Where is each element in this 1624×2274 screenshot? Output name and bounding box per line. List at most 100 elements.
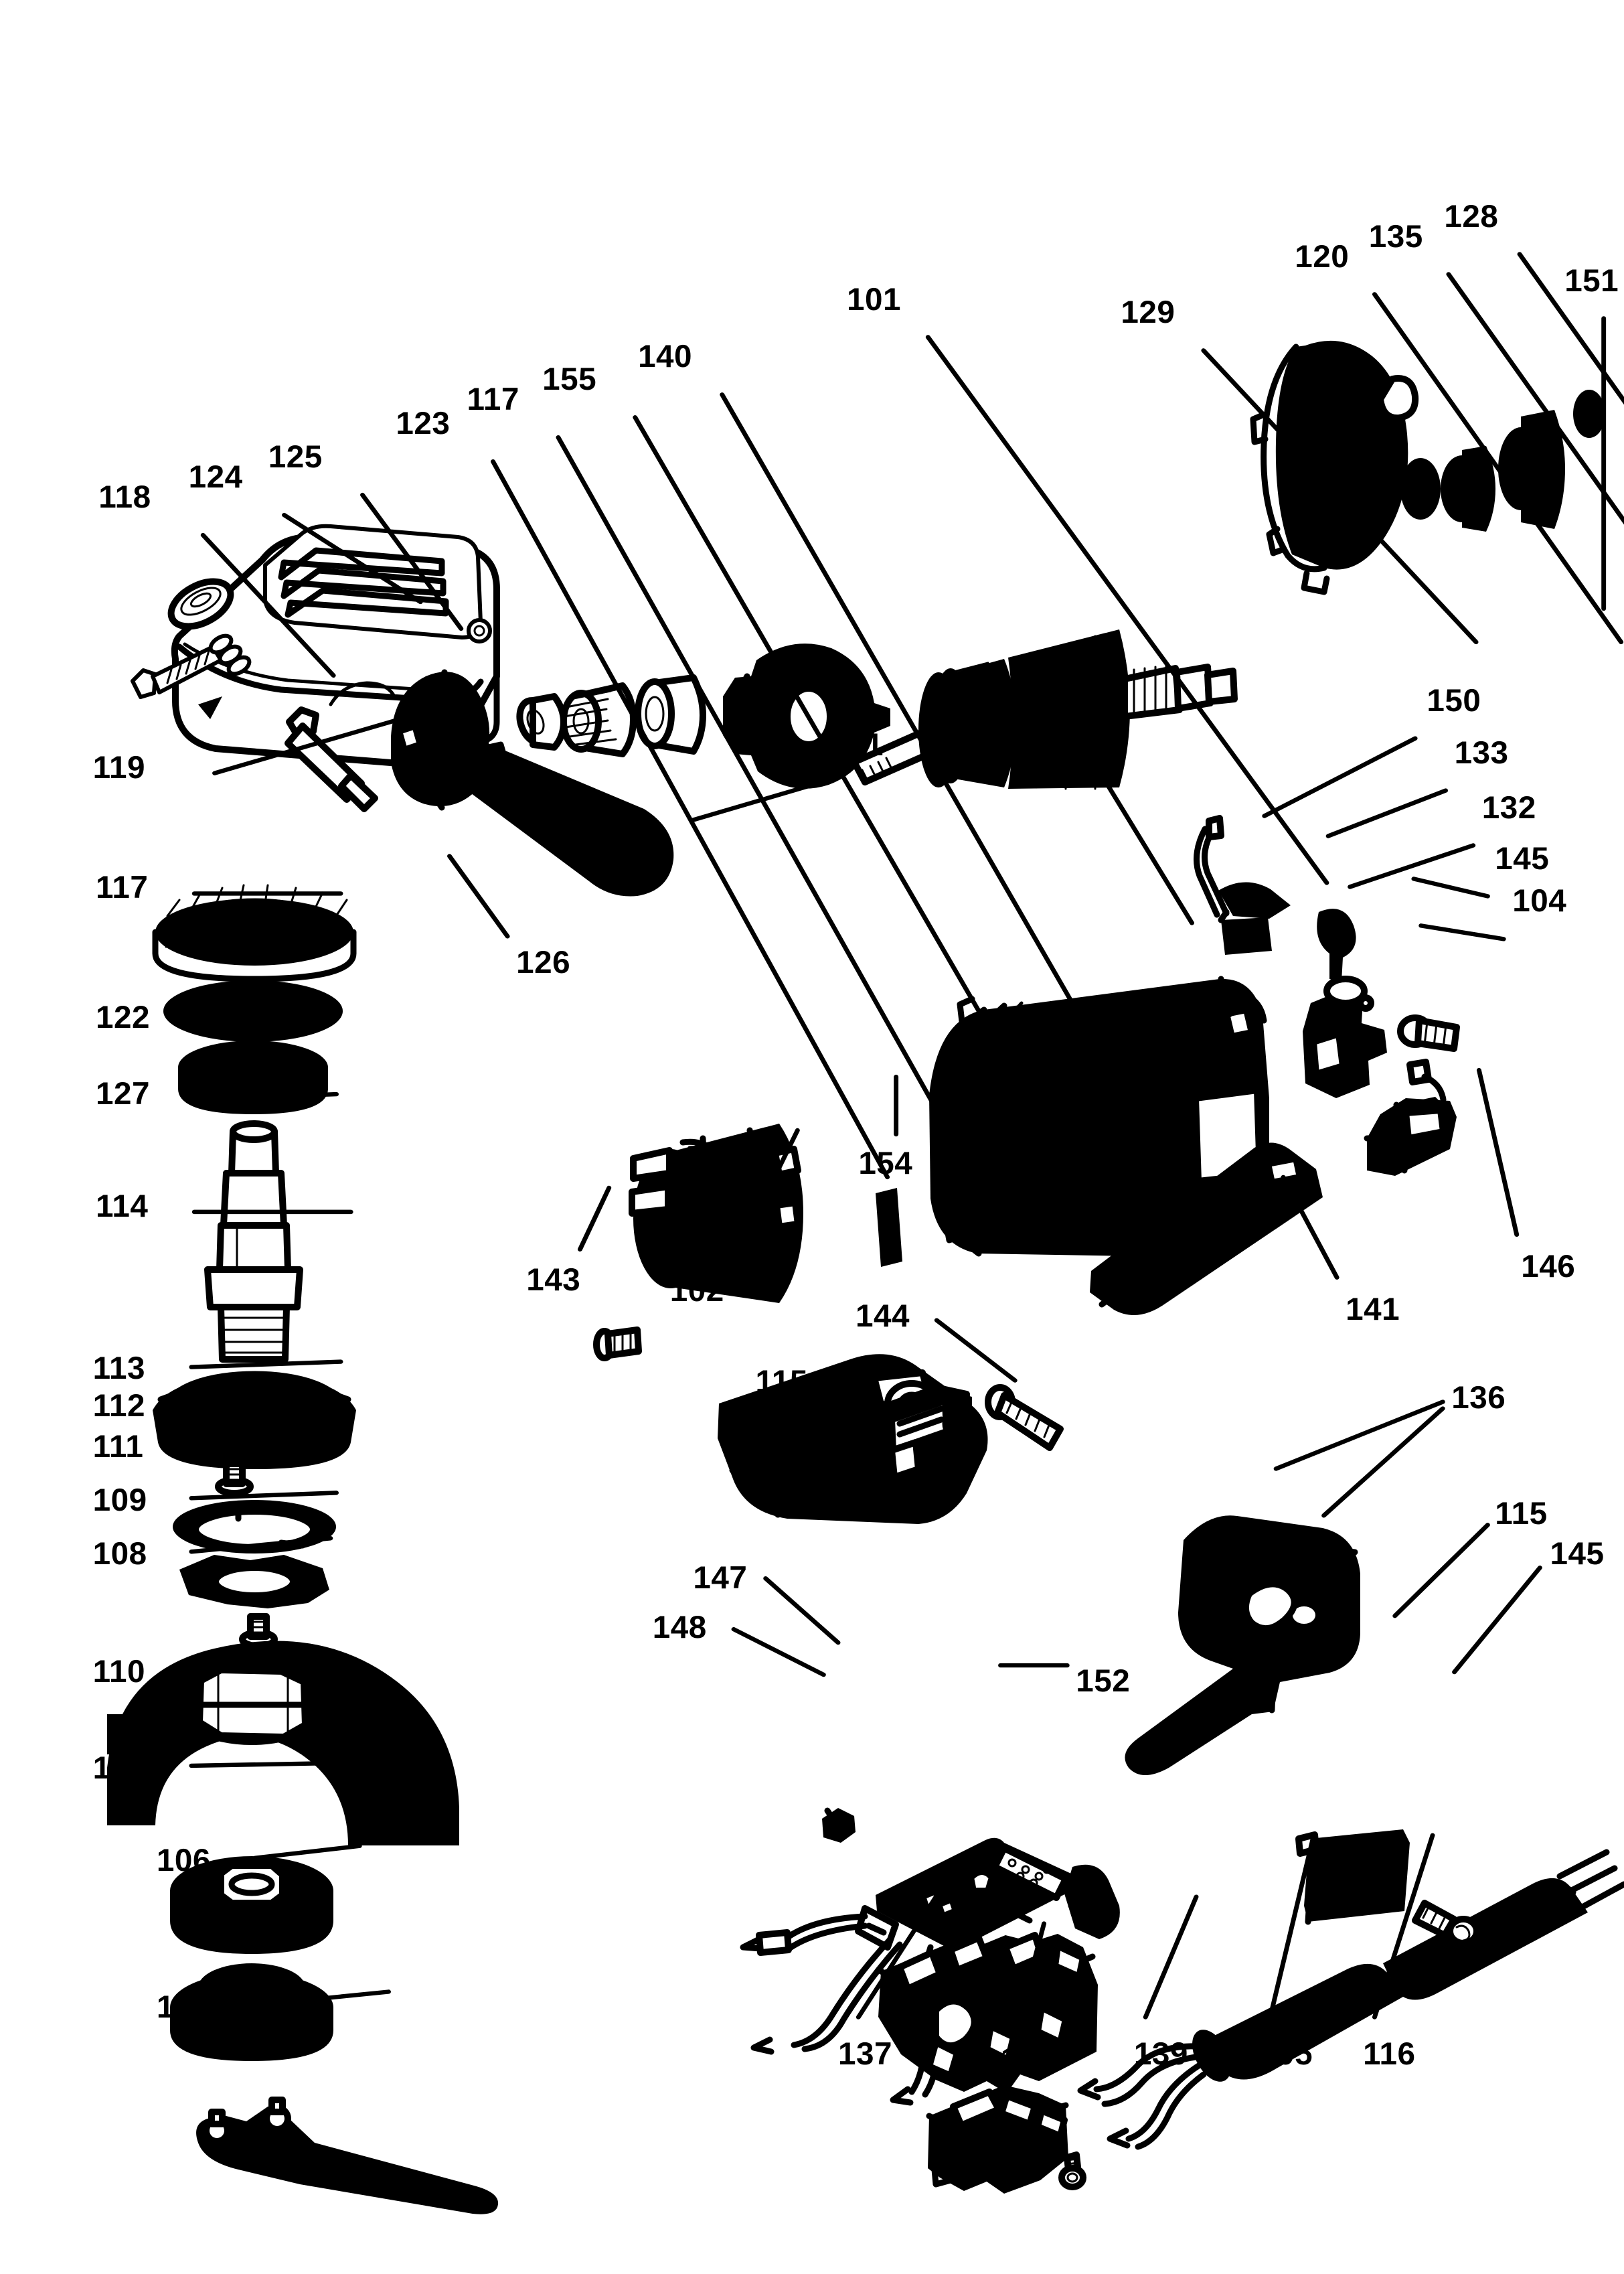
part-127-ball-bearing-spindle: [178, 1041, 328, 1114]
callout-135[interactable]: 135: [1368, 218, 1423, 254]
callout-118[interactable]: 118: [98, 479, 151, 516]
part-101-armature-assembly: [851, 629, 1238, 790]
part-122-felt-washer: [163, 980, 343, 1042]
callout-141[interactable]: 141: [1346, 1291, 1400, 1327]
part-115-switch-button-cover-upper: [832, 1386, 973, 1497]
callout-134[interactable]: 134: [1009, 677, 1064, 713]
callout-109[interactable]: 109: [92, 1483, 147, 1519]
part-115-switch-button-cover-lower: [1295, 1829, 1410, 1925]
callout-132[interactable]: 132: [1481, 789, 1536, 826]
part-148-electronics-module: [740, 1837, 1077, 2106]
callout-102[interactable]: 102: [669, 1272, 724, 1308]
part-107-inner-flange: [170, 1856, 333, 1954]
callout-121[interactable]: 121: [829, 727, 884, 763]
part-151-flat-washer: [1573, 390, 1605, 438]
part-105-cord-set: [1077, 1963, 1403, 2150]
callout-119[interactable]: 119: [92, 749, 145, 785]
callout-124[interactable]: 124: [188, 459, 243, 496]
callout-122[interactable]: 122: [95, 1000, 150, 1036]
callout-125[interactable]: 125: [268, 439, 323, 475]
callout-101[interactable]: 101: [846, 281, 901, 317]
callout-108[interactable]: 108: [92, 1536, 147, 1572]
part-145-brush-screw: [1397, 1014, 1460, 1052]
part-120-washer: [1400, 458, 1441, 520]
callout-126[interactable]: 126: [516, 945, 571, 981]
part-113-guard-clamp-plate: [153, 1371, 356, 1469]
part-114-spindle-shaft: [204, 1120, 303, 1363]
part-123-pinion-bushing: [516, 693, 567, 751]
callout-116[interactable]: 116: [1363, 2036, 1416, 2072]
callout-143[interactable]: 143: [526, 1262, 581, 1298]
callout-152[interactable]: 152: [1076, 1663, 1131, 1699]
part-129-fan-baffle: [1250, 340, 1419, 595]
callout-123[interactable]: 123: [396, 406, 451, 442]
callout-106[interactable]: 106: [156, 1842, 211, 1878]
part-103-switch-terminal-block: [926, 2085, 1069, 2194]
callout-138[interactable]: 138: [156, 1989, 211, 2026]
callout-155[interactable]: 155: [542, 362, 597, 398]
part-152-module-grommet: [1064, 1864, 1120, 1939]
callout-103[interactable]: 103: [1000, 2042, 1055, 2078]
part-137-switch-assembly: [878, 1932, 1098, 2093]
part-109-lock-plate: [179, 1555, 329, 1608]
callout-105[interactable]: 105: [1258, 2036, 1313, 2072]
part-116-cord-protector: [1383, 1849, 1624, 2000]
part-106-clamp-nut: [170, 1963, 333, 2061]
part-141-handle-rail: [1090, 1142, 1323, 1315]
part-134-motor-housing: [929, 976, 1269, 1261]
part-155-spacer-ring: [635, 674, 706, 755]
leader-lines: [189, 252, 1624, 2025]
part-132-brush-holder: [1303, 976, 1387, 1098]
callout-127[interactable]: 127: [95, 1076, 150, 1112]
callout-114[interactable]: 114: [95, 1188, 149, 1224]
callout-115-right[interactable]: 115: [1495, 1496, 1548, 1532]
part-145-screw-lower: [1412, 1900, 1480, 1947]
callout-144[interactable]: 144: [855, 1298, 910, 1334]
part-102-field-stator: [629, 1124, 803, 1303]
callout-133[interactable]: 133: [1454, 735, 1509, 771]
part-147-switch-actuator-pin: [822, 1807, 856, 1843]
part-138-spanner-wrench: [196, 2097, 499, 2214]
callout-145-right[interactable]: 145: [1550, 1536, 1605, 1572]
callout-117-top[interactable]: 117: [467, 382, 519, 418]
part-139-screw: [1058, 2151, 1086, 2190]
part-112-screw: [215, 1460, 254, 1497]
part-117-bevel-pinion-gear: [560, 682, 637, 757]
callout-107[interactable]: 107: [92, 1750, 147, 1786]
part-144-tapping-screw: [985, 1384, 1064, 1451]
callout-151[interactable]: 151: [1564, 262, 1619, 299]
part-146-handle-end-cap: [1364, 1098, 1457, 1176]
part-154-field-insulator: [876, 1188, 902, 1267]
part-150-suppressor-capacitor: [1194, 815, 1291, 955]
part-125-compression-spring: [208, 633, 252, 676]
callout-154[interactable]: 154: [858, 1145, 913, 1181]
callout-147[interactable]: 147: [693, 1560, 748, 1596]
callout-120[interactable]: 120: [1295, 238, 1350, 275]
part-136-handle-housing-lower: [1125, 1515, 1360, 1775]
callout-111[interactable]: 111: [92, 1429, 144, 1465]
callout-104[interactable]: 104: [1512, 883, 1567, 919]
callout-112[interactable]: 112: [92, 1387, 145, 1424]
callout-139[interactable]: 139: [1133, 2036, 1188, 2072]
callout-113[interactable]: 113: [92, 1350, 145, 1386]
callout-129[interactable]: 129: [1121, 295, 1175, 331]
callout-117-left[interactable]: 117: [95, 870, 149, 906]
callout-148[interactable]: 148: [652, 1610, 707, 1646]
part-121-side-handle: [391, 669, 674, 897]
callout-136[interactable]: 136: [1451, 1379, 1506, 1416]
callout-150[interactable]: 150: [1427, 682, 1481, 718]
part-143-field-screw: [593, 1326, 642, 1361]
part-110-wheel-guard: [107, 1641, 459, 1845]
callout-146[interactable]: 146: [1521, 1248, 1576, 1284]
callout-137[interactable]: 137: [837, 2036, 892, 2072]
part-133-retaining-clip: [1317, 909, 1356, 982]
callout-115-mid[interactable]: 115: [755, 1363, 808, 1399]
callout-140[interactable]: 140: [638, 339, 693, 375]
callout-110[interactable]: 110: [92, 1654, 145, 1690]
part-124-knob-cap: [167, 578, 234, 630]
part-128-bearing-retainer: [1498, 410, 1565, 529]
callout-145-top[interactable]: 145: [1495, 840, 1550, 877]
callout-128[interactable]: 128: [1444, 198, 1499, 234]
